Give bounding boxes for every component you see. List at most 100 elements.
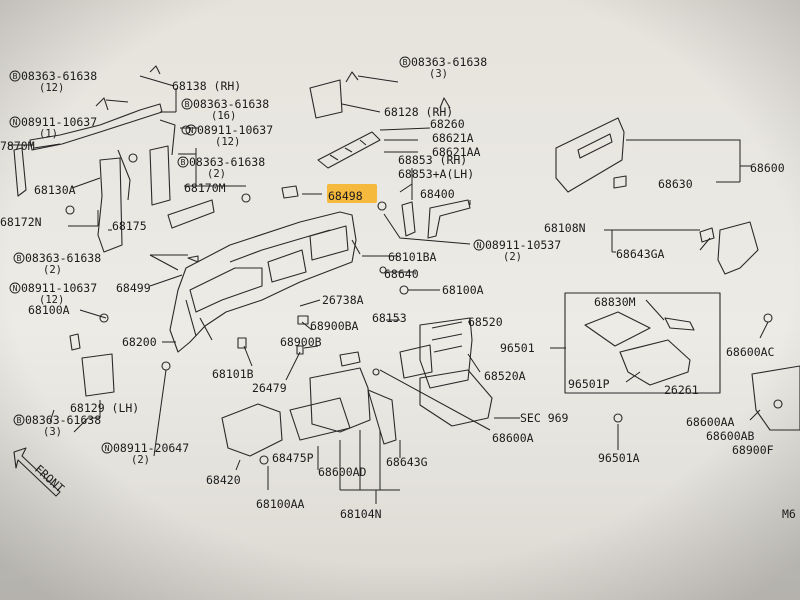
part-number: 96501P — [568, 377, 610, 391]
callout-10: 68175 — [112, 219, 147, 233]
quantity: (12) — [215, 136, 240, 148]
callout-24: 68853 (RH) — [398, 153, 467, 167]
part-number: 68100A — [442, 283, 484, 297]
callout-16: 68129 (LH) — [70, 401, 139, 415]
prefix-circle-N — [101, 442, 113, 454]
part-number: 08363-61638 — [25, 413, 101, 427]
part-number: 68900B — [280, 335, 322, 349]
prefix-letter: B — [17, 254, 22, 263]
callout-31: 68100A — [442, 283, 484, 297]
callout-28: 68101BA — [388, 250, 437, 264]
callout-13: 68499 — [116, 281, 151, 295]
part-number: M6 — [782, 507, 796, 521]
part-number: 08911-20647 — [113, 441, 189, 455]
part-number: 08911-10637 — [21, 115, 97, 129]
prefix-letter: B — [17, 416, 22, 425]
quantity: (3) — [429, 68, 448, 80]
part-number: 68520 — [468, 315, 503, 329]
part-number: 68621AA — [432, 145, 481, 159]
callout-39: 68520A — [484, 369, 526, 383]
callout-32: 26738A — [322, 293, 364, 307]
part-number: 68129 (LH) — [70, 401, 139, 415]
part-number: 26479 — [252, 381, 287, 395]
part-number: 08363-61638 — [21, 69, 97, 83]
part-number: 68100A — [28, 303, 70, 317]
callout-20: 68128 (RH) — [384, 105, 453, 119]
part-number: 68630 — [658, 177, 693, 191]
part-number: 08363-61638 — [193, 97, 269, 111]
part-number: 68499 — [116, 281, 151, 295]
callout-42: 68420 — [206, 473, 241, 487]
prefix-circle-B — [177, 156, 189, 168]
prefix-circle-N — [473, 239, 485, 251]
callout-25: 68853+A(LH) — [398, 167, 474, 181]
callout-51: 68643GA — [616, 247, 665, 261]
callout-54: 96501P — [568, 377, 610, 391]
callout-60: 68900F — [732, 443, 774, 457]
quantity: (2) — [207, 168, 226, 180]
quantity: (2) — [131, 454, 150, 466]
prefix-letter: N — [13, 284, 18, 293]
callout-22: 68621A — [432, 131, 474, 145]
part-number: 68643GA — [616, 247, 665, 261]
part-number: 26738A — [322, 293, 364, 307]
callout-9: 68172N — [0, 215, 42, 229]
part-number: 68175 — [112, 219, 147, 233]
callout-45: 68643G — [386, 455, 428, 469]
part-number: 68520A — [484, 369, 526, 383]
prefix-circle-B — [181, 98, 193, 110]
part-number: 68498 — [328, 189, 363, 203]
part-number: SEC 969 — [520, 411, 569, 425]
prefix-letter: N — [477, 241, 482, 250]
callout-53: 96501 — [500, 341, 535, 355]
prefix-circle-B — [13, 252, 25, 264]
prefix-circle-N — [185, 124, 197, 136]
part-number: 68260 — [430, 117, 465, 131]
part-number: 68600AB — [706, 429, 755, 443]
callout-59: 68600AB — [706, 429, 755, 443]
prefix-letter: B — [403, 58, 408, 67]
part-number: 68108N — [544, 221, 586, 235]
callout-38: 68520 — [468, 315, 503, 329]
prefix-circle-B — [399, 56, 411, 68]
part-number: 68600AC — [726, 345, 775, 359]
prefix-circle-B — [13, 414, 25, 426]
part-number: 08363-61638 — [189, 155, 265, 169]
prefix-letter: N — [13, 118, 18, 127]
part-number: 96501 — [500, 341, 535, 355]
quantity: (12) — [39, 82, 64, 94]
callout-14: 68100A — [28, 303, 70, 317]
part-number: 68900BA — [310, 319, 359, 333]
callout-21: 68260 — [430, 117, 465, 131]
part-number: 68640 — [384, 267, 419, 281]
part-number: 68830M — [594, 295, 636, 309]
callout-47: 68104N — [340, 507, 382, 521]
part-number: 68172N — [0, 215, 42, 229]
part-number: 68853+A(LH) — [398, 167, 474, 181]
quantity: (3) — [43, 426, 62, 438]
callout-48: 68600 — [750, 161, 785, 175]
part-number: 68100AA — [256, 497, 305, 511]
part-number: 08911-10637 — [197, 123, 273, 137]
callout-49: 68630 — [658, 177, 693, 191]
quantity: (12) — [39, 294, 64, 306]
prefix-circle-B — [9, 70, 21, 82]
part-number: 68621A — [432, 131, 474, 145]
part-number: 68853 (RH) — [398, 153, 467, 167]
part-number: 26261 — [664, 383, 699, 397]
callout-37: 68153 — [372, 311, 407, 325]
part-number: 08911-10537 — [485, 238, 561, 252]
part-number: 68400 — [420, 187, 455, 201]
part-number: 68128 (RH) — [384, 105, 453, 119]
callout-50: 68108N — [544, 221, 586, 235]
part-number: 68138 (RH) — [172, 79, 241, 93]
callout-57: 96501A — [598, 451, 640, 465]
